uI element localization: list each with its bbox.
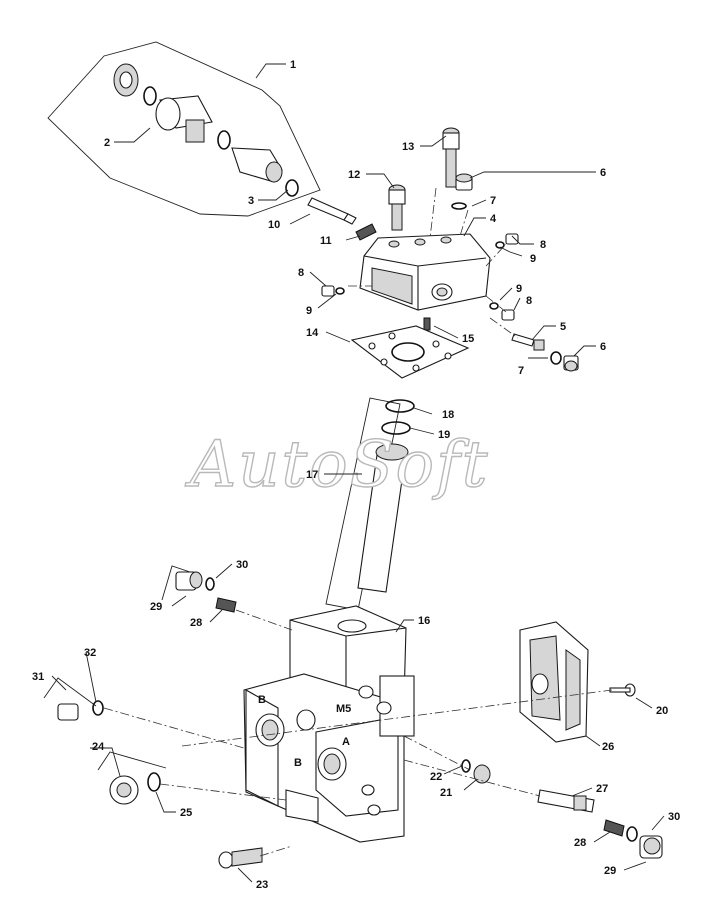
callout-16: 16: [418, 615, 430, 627]
plug-8-right-mid: [489, 302, 515, 321]
ring-18: [385, 399, 415, 413]
spool-group: [325, 397, 415, 611]
valve-block-16: B A B M5: [243, 605, 415, 843]
cartridge-10: [307, 197, 357, 225]
callout-19: 19: [438, 429, 450, 441]
plug-24: [97, 751, 167, 805]
o-ring-32: [92, 700, 104, 716]
actuator-26: [519, 621, 589, 743]
spring-11: [355, 223, 377, 241]
callout-3: 3: [248, 195, 254, 207]
callout-11: 11: [320, 235, 332, 247]
top-manifold-group: [307, 127, 579, 379]
assembly-center-lines: [103, 187, 613, 857]
solenoid-kit-group: [47, 41, 321, 217]
callout-22: 22: [430, 771, 442, 783]
callout-21: 21: [440, 787, 452, 799]
callout-28a: 28: [190, 617, 202, 629]
marking-port-b-top: B: [258, 694, 266, 706]
callout-29b: 29: [604, 865, 616, 877]
screw-20: [609, 683, 636, 697]
bolt-13: [442, 127, 460, 188]
callout-8b: 8: [526, 295, 532, 307]
spring-28-upper: [215, 597, 237, 613]
watermark-text: AutoSoft: [185, 428, 489, 502]
o-ring: [143, 86, 157, 106]
plug-6-lower: [550, 351, 579, 372]
callout-30b: 30: [668, 811, 680, 823]
o-ring-25: [147, 772, 161, 792]
callout-18: 18: [442, 409, 454, 421]
o-ring-30-lower: [626, 826, 638, 842]
o-ring: [285, 179, 299, 197]
callout-24: 24: [92, 741, 105, 753]
callout-15: 15: [462, 333, 474, 345]
screw-23: [218, 847, 263, 869]
plug-6-top: [451, 173, 473, 210]
callout-7b: 7: [518, 365, 524, 377]
callout-26: 26: [602, 741, 614, 753]
manifold-block-4: [359, 233, 491, 311]
callout-2: 2: [104, 137, 110, 149]
callout-27: 27: [596, 783, 608, 795]
callout-1: 1: [290, 59, 296, 71]
callout-9a: 9: [530, 253, 536, 265]
callout-9c: 9: [306, 305, 312, 317]
callout-labels: 1 2 3 4 5 6 6 7 7 8 8 8 9 9 9 10 11 12 1…: [32, 59, 680, 891]
callout-31: 31: [32, 671, 44, 683]
o-ring-30: [205, 577, 215, 591]
callout-6b: 6: [600, 341, 606, 353]
callout-20: 20: [656, 705, 668, 717]
o-ring: [217, 130, 231, 150]
callout-32: 32: [84, 647, 96, 659]
plug-8-left: [321, 285, 345, 297]
callout-13: 13: [402, 141, 414, 153]
spring-28-lower: [603, 819, 625, 837]
marking-model: M5: [336, 703, 351, 715]
callout-28b: 28: [574, 837, 586, 849]
callout-14: 14: [306, 327, 319, 339]
callout-8a: 8: [540, 239, 546, 251]
cartridge-27: [537, 789, 595, 813]
plug-22-21: [461, 759, 491, 784]
callout-4: 4: [490, 213, 497, 225]
callout-10: 10: [268, 219, 280, 231]
callout-7a: 7: [490, 195, 496, 207]
callout-6a: 6: [600, 167, 606, 179]
gasket-14: [350, 325, 470, 379]
pin-15: [423, 317, 431, 331]
plug-8-right-top: [495, 233, 519, 249]
kit-outline: [47, 41, 321, 217]
callout-8c: 8: [298, 267, 304, 279]
callout-leaders: [51, 63, 665, 883]
coil-connector: [185, 119, 205, 143]
marking-port-b: B: [294, 757, 302, 769]
callout-9b: 9: [516, 283, 522, 295]
marking-port-a: A: [342, 736, 350, 748]
callout-5: 5: [560, 321, 566, 333]
callout-25: 25: [180, 807, 192, 819]
plug-31: [43, 677, 104, 721]
callout-29a: 29: [150, 601, 162, 613]
callout-17: 17: [306, 469, 318, 481]
cartridge-5: [511, 333, 545, 351]
plug-29-upper: [161, 565, 215, 601]
callout-12: 12: [348, 169, 360, 181]
callout-23: 23: [256, 879, 268, 891]
bolt-12: [388, 184, 406, 231]
plug-29-lower: [626, 826, 663, 859]
callout-30a: 30: [236, 559, 248, 571]
